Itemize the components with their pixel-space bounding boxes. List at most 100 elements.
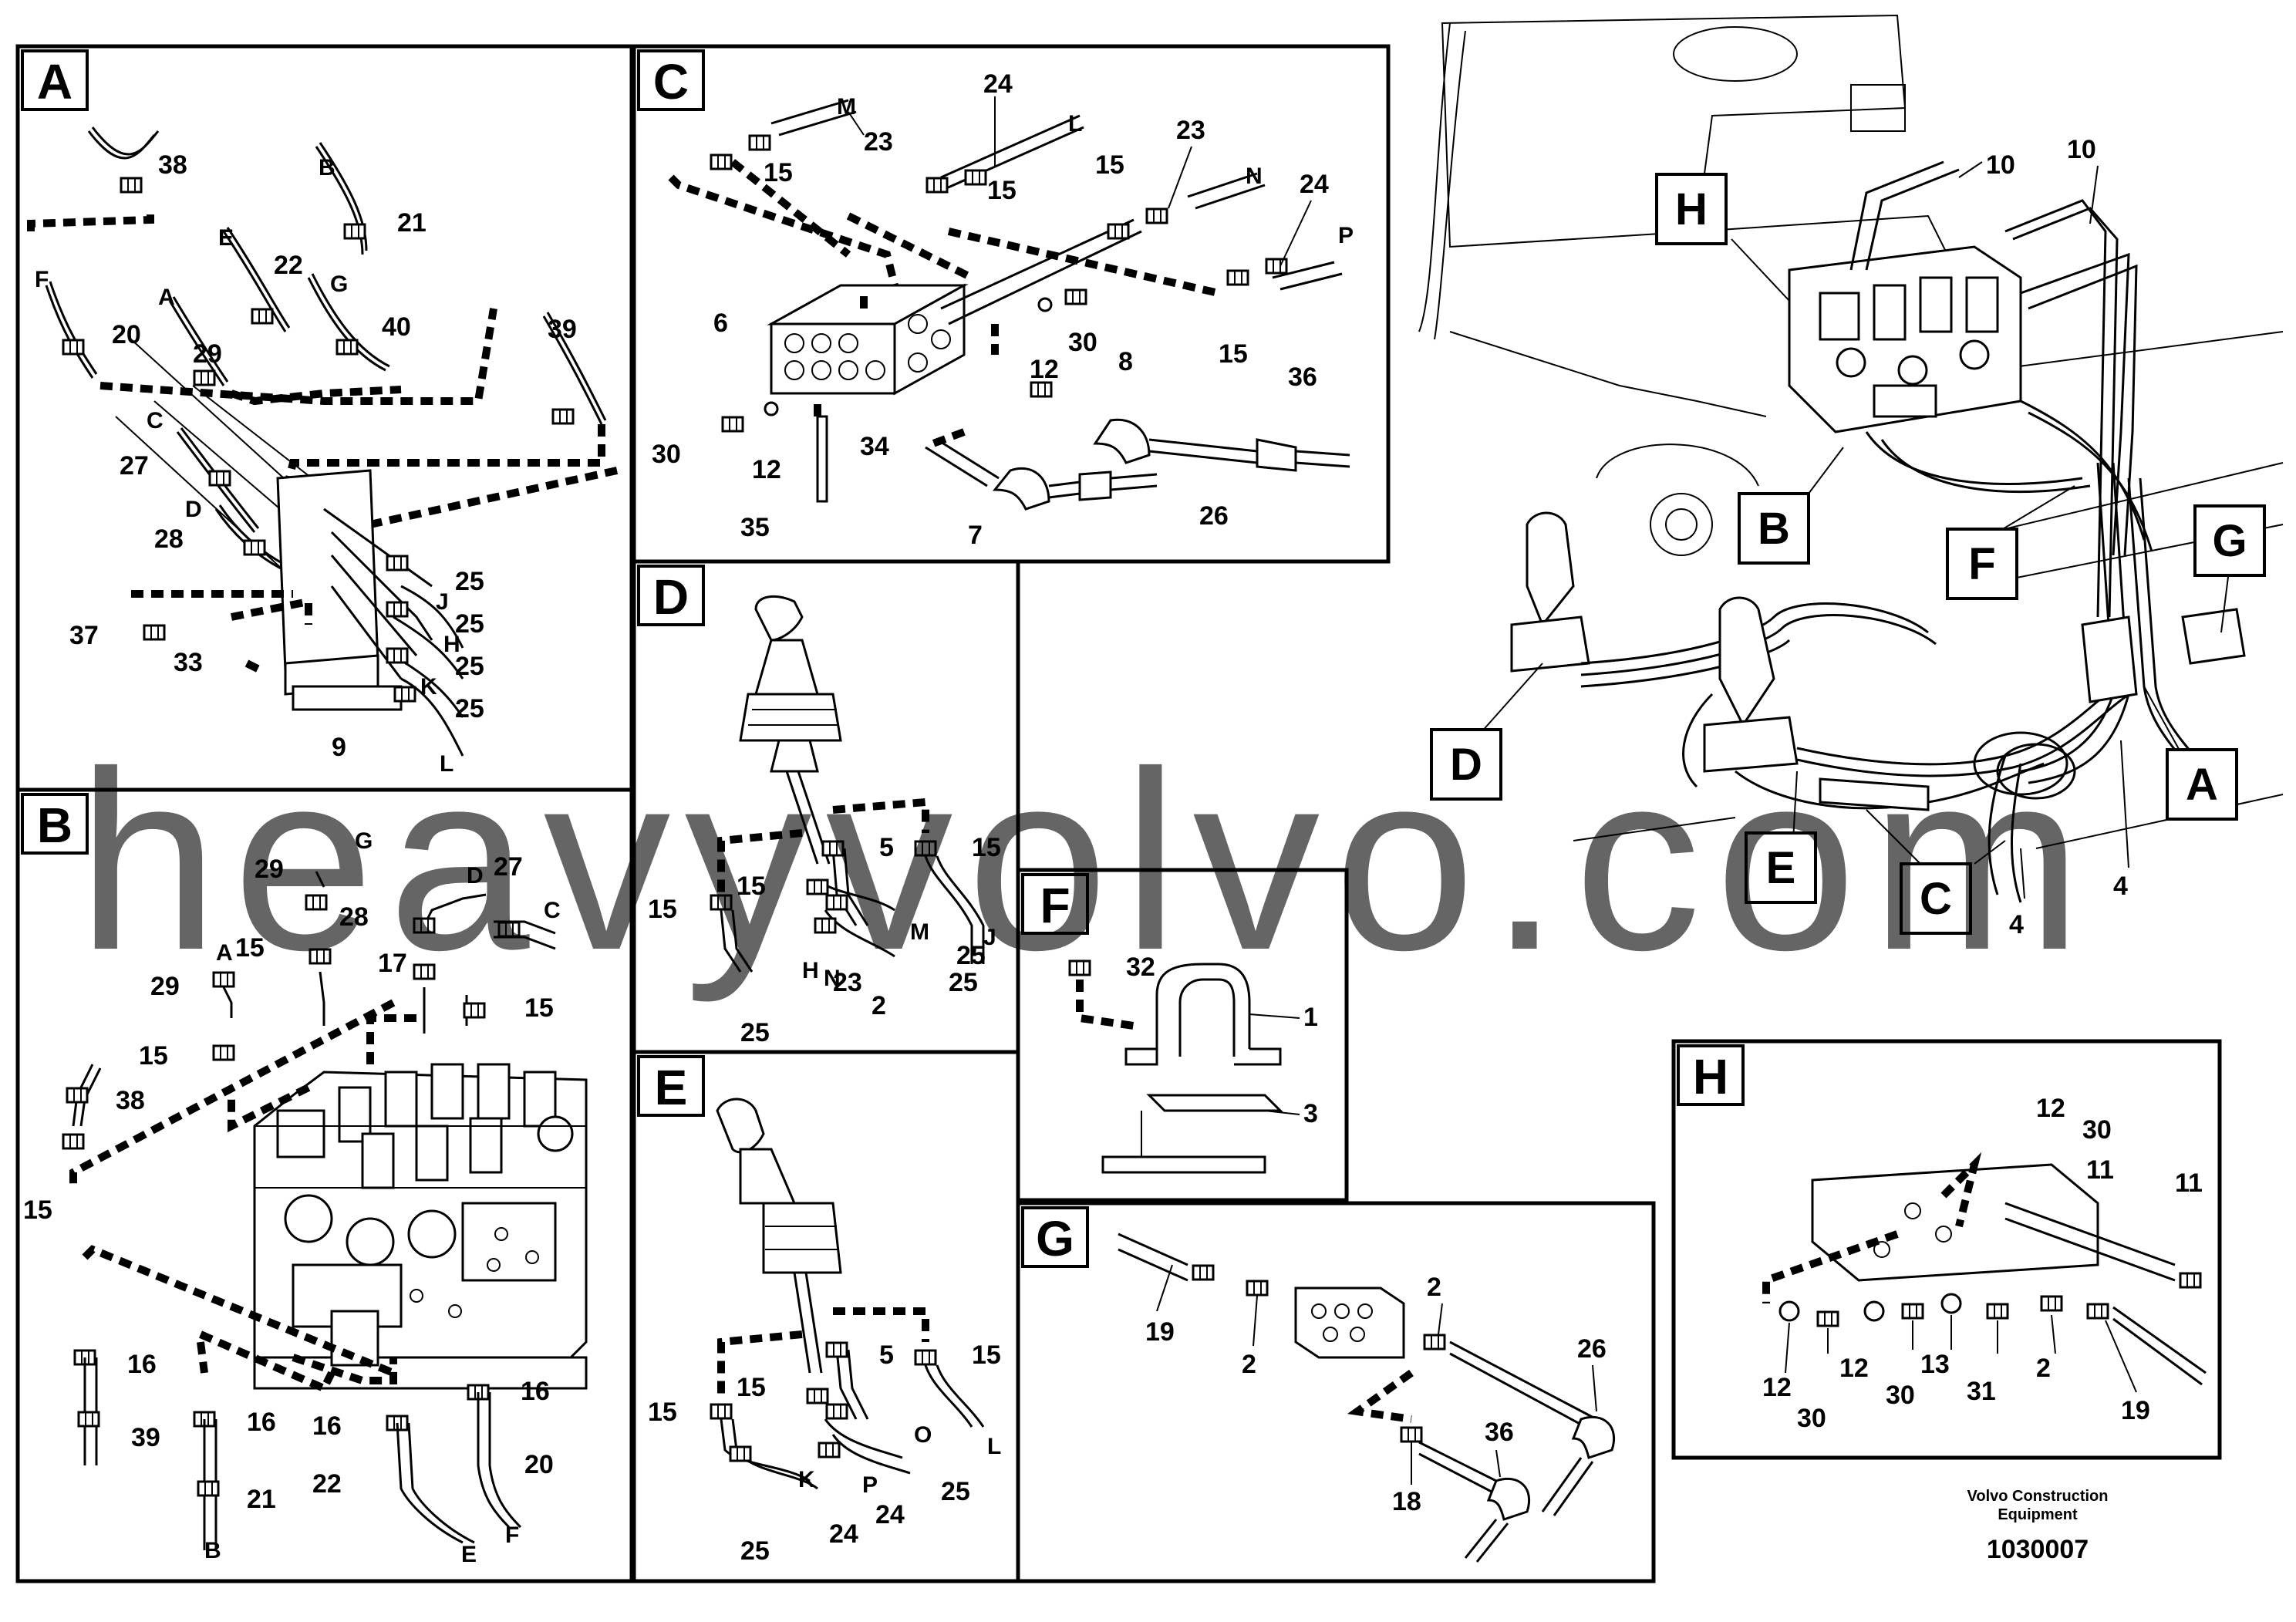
panel-d: D 5 15 15 15 25 23 2 2 [637, 565, 1001, 1047]
part-number-label: 20 [524, 1450, 554, 1479]
panel-g-label-box [1021, 1206, 1089, 1268]
part-number-label: 32 [1126, 953, 1155, 982]
overview-callout-g: G [2212, 516, 2247, 566]
port-label: P [862, 1472, 878, 1498]
part-number-label: 29 [255, 855, 284, 884]
overview-callout-f: F [1968, 539, 1995, 589]
part-number-label: 24 [829, 1519, 858, 1549]
part-number-label: 26 [1199, 501, 1229, 531]
part-number-label: 24 [875, 1500, 905, 1529]
part-number-label: 38 [116, 1086, 145, 1115]
part-number-label: 25 [941, 1477, 970, 1506]
overview-callout-a: A [2186, 760, 2218, 810]
port-label: F [505, 1523, 519, 1548]
panel-frames [15, 44, 2222, 1583]
part-number-label: 23 [833, 968, 862, 997]
part-number-label: 30 [2082, 1115, 2112, 1145]
drawing-number: 1030007 [1987, 1535, 2089, 1564]
part-number-label: 31 [1967, 1377, 1996, 1406]
part-number-label: 30 [1068, 328, 1097, 357]
part-number-label: 11 [2175, 1168, 2203, 1198]
part-number-label: 29 [193, 339, 222, 369]
port-label: N [1246, 164, 1263, 189]
part-number-label: 23 [864, 127, 893, 157]
part-number-label: 25 [956, 941, 986, 970]
panel-c-label: C [653, 54, 689, 110]
part-number-label: 23 [1176, 116, 1205, 145]
part-number-label: 15 [737, 1373, 766, 1402]
part-number-label: 4 [2113, 872, 2128, 901]
panel-h-label-box [1677, 1044, 1745, 1106]
part-number-label: 24 [1300, 170, 1329, 199]
panel-a-label: A [37, 54, 72, 110]
part-number-label: 8 [1118, 347, 1133, 376]
part-number-label: 25 [949, 968, 978, 997]
part-number-label: 15 [764, 158, 793, 187]
panel-b-label: B [37, 798, 72, 853]
part-number-label: 25 [455, 567, 484, 596]
port-label: C [147, 408, 164, 433]
port-label: A [158, 285, 175, 310]
part-number-label: 12 [1762, 1373, 1792, 1402]
panel-g: G 19 2 2 26 36 18 [1021, 1206, 1616, 1563]
panel-c: C [637, 49, 1354, 550]
port-label: D [185, 497, 202, 522]
overview-callout-arrows [1480, 161, 2230, 899]
part-number-label: 34 [860, 432, 889, 461]
port-label: B [319, 155, 335, 180]
part-number-label: 29 [150, 972, 180, 1001]
part-number-label: 40 [382, 312, 411, 342]
part-number-label: 15 [648, 1398, 677, 1427]
port-label: K [798, 1467, 815, 1492]
part-number-label: 13 [1920, 1350, 1950, 1379]
panel-d-label-box [637, 565, 705, 626]
panel-b: B [21, 793, 588, 1567]
port-label: M [837, 94, 856, 120]
part-number-label: 21 [397, 208, 426, 238]
part-number-label: 20 [112, 320, 141, 349]
port-label: A [216, 940, 233, 966]
port-label: H [443, 632, 460, 657]
part-number-label: 15 [737, 872, 766, 901]
port-label: C [544, 898, 561, 923]
part-number-label: 2 [2036, 1354, 2051, 1383]
watermark-text: heavyvolvo.com [77, 718, 2096, 1004]
part-number-label: 10 [2067, 135, 2096, 164]
part-number-label: 12 [1839, 1354, 1869, 1383]
panel-d-label: D [653, 569, 689, 625]
overview-callout-h: H [1675, 184, 1708, 234]
part-number-label: 3 [1303, 1099, 1318, 1128]
part-number-label: 12 [1030, 355, 1059, 384]
port-label: H [802, 958, 819, 983]
part-number-label: 15 [139, 1041, 168, 1071]
part-number-label: 25 [740, 1536, 770, 1566]
panel-a-label-box [21, 49, 89, 111]
part-number-label: 16 [521, 1377, 550, 1406]
part-number-label: 27 [120, 451, 149, 481]
part-number-label: 33 [174, 648, 203, 677]
part-number-label: 15 [524, 993, 554, 1023]
port-label: F [35, 267, 49, 292]
part-number-label: 2 [1427, 1273, 1441, 1302]
port-label: L [440, 751, 453, 777]
port-label: B [204, 1538, 221, 1563]
part-number-label: 15 [23, 1195, 52, 1225]
part-number-label: 9 [332, 733, 346, 762]
port-label: G [330, 271, 348, 297]
part-number-label: 15 [1095, 150, 1124, 180]
part-number-label: 5 [879, 1340, 894, 1370]
part-number-label: 15 [235, 933, 265, 963]
part-number-label: 39 [131, 1423, 160, 1452]
brand-line-2: Equipment [1998, 1506, 2078, 1523]
part-number-label: 15 [972, 1340, 1001, 1370]
part-number-label: 15 [1219, 339, 1248, 369]
part-number-label: 15 [648, 895, 677, 924]
part-number-label: 19 [1145, 1317, 1175, 1347]
part-number-label: 5 [879, 833, 894, 862]
part-number-label: 30 [1797, 1404, 1826, 1433]
part-number-label: 36 [1485, 1418, 1514, 1447]
panel-h: H 12 30 11 11 12 30 12 30 13 31 2 19 [1677, 1044, 2207, 1433]
part-number-label: 7 [968, 521, 983, 550]
part-number-label: 27 [494, 852, 523, 882]
